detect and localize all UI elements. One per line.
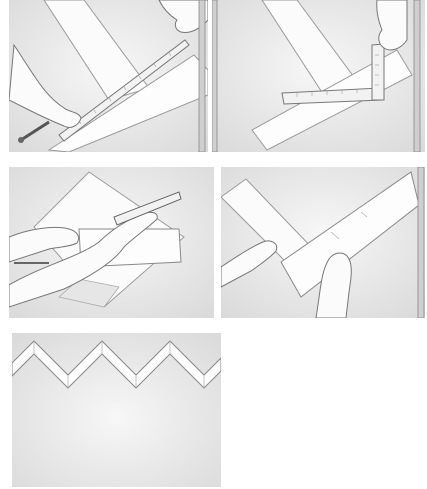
step-panel-5 [12, 333, 221, 487]
carpenter-square-leg [371, 43, 385, 101]
step-1-illustration [9, 0, 208, 152]
saw [113, 191, 182, 226]
frame-edge-left [212, 0, 218, 152]
frame-edge [417, 167, 425, 318]
zigzag-joints [33, 341, 205, 388]
right-hand [9, 211, 158, 308]
step-panel-2 [212, 0, 425, 152]
step-panel-1 [9, 0, 208, 152]
step-4-illustration [221, 167, 425, 318]
step-panel-3 [9, 167, 214, 318]
frame-edge-right [413, 0, 421, 152]
right-hand [376, 0, 408, 51]
left-hand [9, 226, 80, 263]
lower-board [47, 54, 208, 152]
step-panel-4 [221, 167, 425, 318]
left-hand [221, 240, 278, 288]
frame-edge [198, 0, 206, 152]
pencil [20, 120, 50, 142]
board-marks [330, 211, 368, 240]
right-hand [315, 252, 352, 318]
step-2-illustration [212, 0, 425, 152]
left-hand [9, 43, 82, 128]
square-ticks [296, 54, 379, 97]
step-5-illustration [12, 333, 221, 487]
pencil-tip [18, 137, 24, 143]
straightedge [58, 39, 190, 142]
step-3-illustration [9, 167, 214, 318]
zigzag-border [12, 340, 221, 389]
